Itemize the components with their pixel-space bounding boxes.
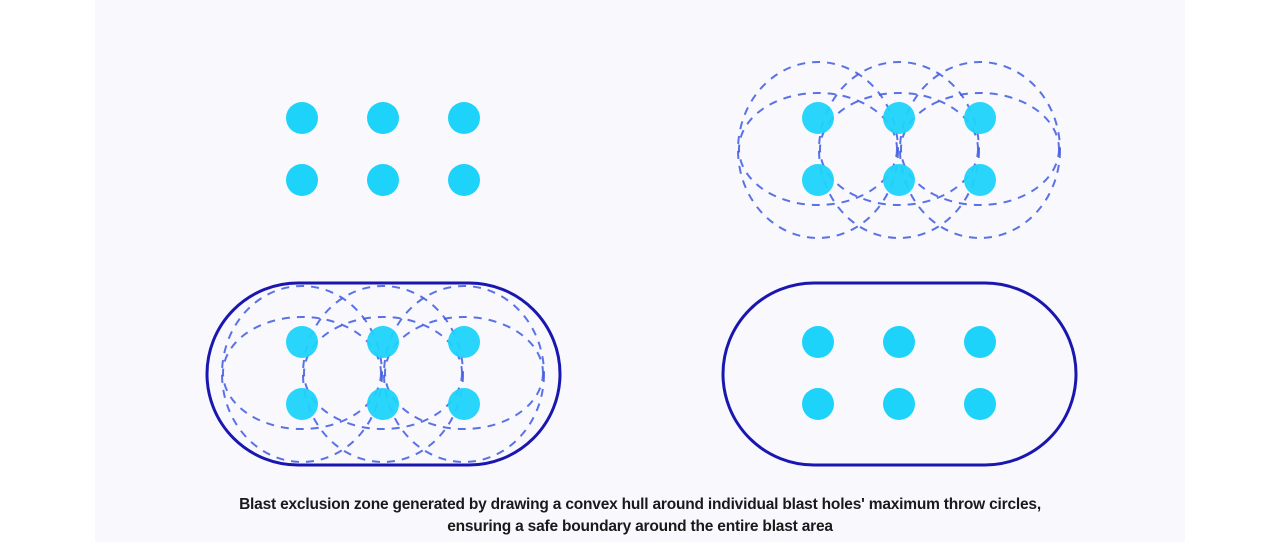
blast-hole-grid — [802, 326, 996, 420]
diagram-panel — [95, 0, 1185, 542]
blast-hole-grid — [286, 326, 480, 420]
caption-line-2: ensuring a safe boundary around the enti… — [447, 518, 833, 535]
convex-hull — [205, 281, 562, 467]
blast-hole-grid — [286, 102, 480, 196]
figure-caption: Blast exclusion zone generated by drawin… — [95, 494, 1185, 538]
blast-hole-grid — [802, 102, 996, 196]
throw-circles — [737, 61, 1061, 239]
caption-line-1: Blast exclusion zone generated by drawin… — [239, 496, 1041, 513]
convex-hull — [721, 281, 1078, 467]
panel-hull-with-circles — [205, 281, 562, 467]
panel-throw-circles — [737, 61, 1061, 239]
panel-exclusion-zone — [721, 281, 1078, 467]
throw-circles — [221, 285, 545, 463]
panel-blast-holes-only — [286, 102, 480, 196]
